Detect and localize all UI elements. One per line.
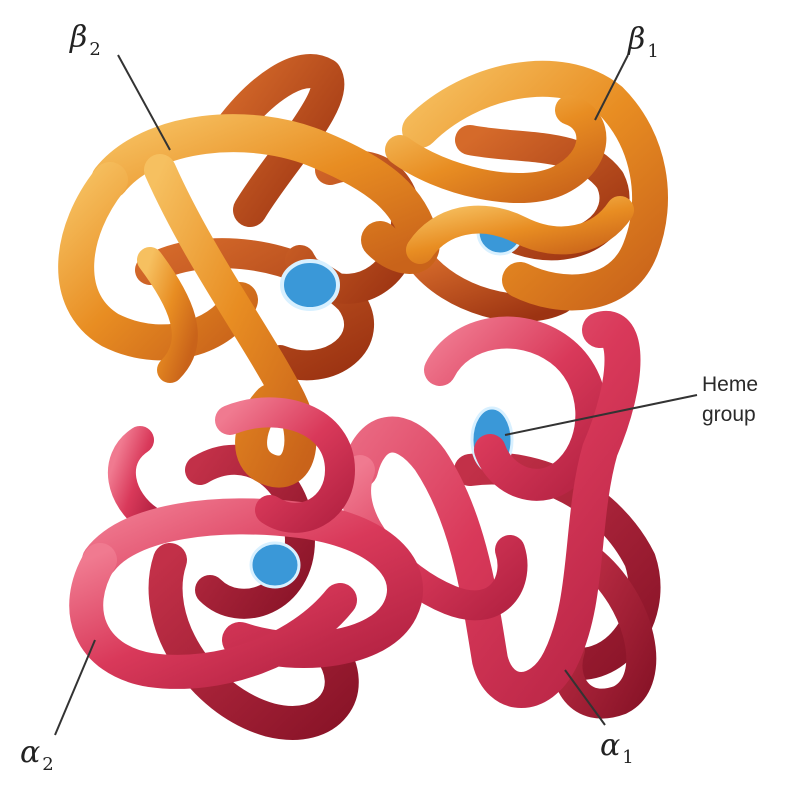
label-beta1: β1 bbox=[628, 22, 659, 62]
label-beta2-symbol: β bbox=[70, 20, 87, 55]
label-alpha2-symbol: α bbox=[20, 735, 40, 770]
label-alpha2-subscript: 2 bbox=[42, 754, 53, 775]
label-heme-line2: group bbox=[702, 400, 758, 430]
label-heme-group: Heme group bbox=[702, 370, 758, 430]
label-alpha1-subscript: 1 bbox=[622, 747, 633, 768]
label-beta2: β2 bbox=[70, 20, 101, 60]
heme-group-alpha2 bbox=[251, 543, 299, 587]
label-beta1-symbol: β bbox=[628, 22, 645, 57]
label-alpha2: α2 bbox=[20, 735, 54, 775]
label-alpha1: α1 bbox=[600, 728, 634, 768]
label-heme-line1: Heme bbox=[702, 370, 758, 400]
label-beta2-subscript: 2 bbox=[89, 39, 100, 60]
leader-line-alpha2 bbox=[55, 640, 95, 735]
heme-group-beta2 bbox=[282, 261, 338, 309]
label-alpha1-symbol: α bbox=[600, 728, 620, 763]
label-beta1-subscript: 1 bbox=[647, 41, 658, 62]
